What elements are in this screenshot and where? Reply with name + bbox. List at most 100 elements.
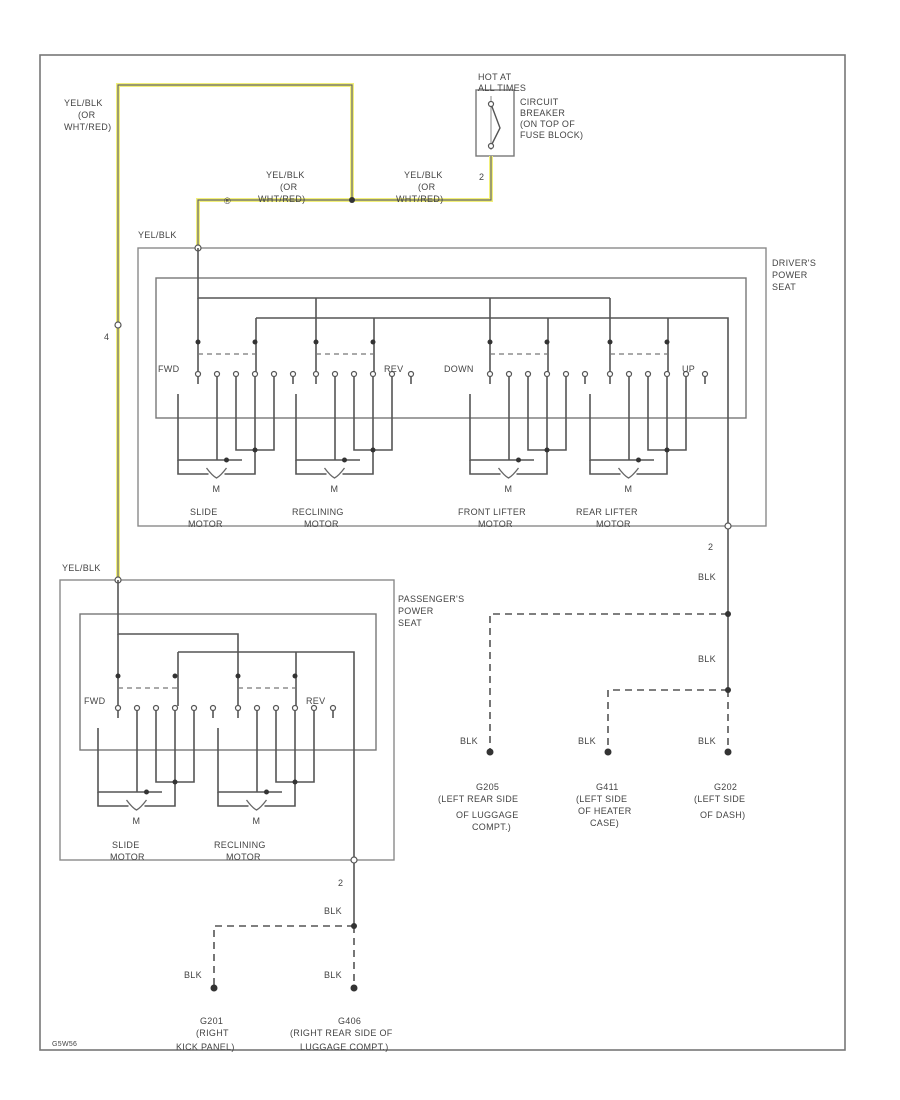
g202-label-2: (LEFT SIDE <box>694 794 745 804</box>
passenger-feed-label: YEL/BLK <box>62 563 101 573</box>
wire-label-mid-2: (OR <box>280 182 298 192</box>
rear-lifter-bus-dot <box>607 339 613 345</box>
rear-lifter-motor-label-1: REAR LIFTER <box>576 507 638 517</box>
g411-label-2: (LEFT SIDE <box>576 794 627 804</box>
driver-ground-wiring <box>486 522 732 756</box>
pass-reclining-motor-m: M <box>253 816 261 826</box>
slide-contact <box>270 370 278 378</box>
front-lifter-motor-m: M <box>505 484 513 494</box>
blk-label-driver-2: BLK <box>698 654 716 664</box>
drivers-seat-label-1: DRIVER'S <box>772 258 816 268</box>
wire-label-left-2: (OR <box>78 110 96 120</box>
g411-label-3: OF HEATER <box>578 806 632 816</box>
g201-label-1: G201 <box>200 1016 223 1026</box>
up-label-driver: UP <box>682 364 695 374</box>
blk-label-g205: BLK <box>460 736 478 746</box>
g205-label-4: COMPT.) <box>472 822 511 832</box>
pass-slide-motor-wire <box>97 728 162 793</box>
pass-reclining-motor-lead <box>264 802 296 807</box>
pass-slide-motor-dot <box>172 779 178 785</box>
pin-2-label-driver: 2 <box>708 542 713 552</box>
blk-label-g406: BLK <box>324 970 342 980</box>
wire-label-mid-3: WHT/RED) <box>258 194 305 204</box>
fwd-label-passenger: FWD <box>84 696 106 706</box>
down-label-driver: DOWN <box>444 364 474 374</box>
passengers-seat-label-2: POWER <box>398 606 434 616</box>
front-lifter-motor-dot <box>516 457 521 463</box>
rear-lifter-motor-lead <box>589 460 621 475</box>
pass-reclining-contact <box>310 704 318 712</box>
blk-label-driver-1: BLK <box>698 572 716 582</box>
blk-label-g202: BLK <box>698 736 716 746</box>
rear-lifter-contact <box>644 370 652 378</box>
pass-slide-bus-dot <box>115 673 121 679</box>
reclining-bus-dot <box>370 339 376 345</box>
pass-reclining-contact <box>291 704 299 712</box>
slide-motor-symbol <box>205 467 228 479</box>
slide-motor-label-1: SLIDE <box>190 507 218 517</box>
slide-bus-dot <box>252 339 258 345</box>
g411-label-1: G411 <box>596 782 619 792</box>
rear-lifter-motor-m: M <box>625 484 633 494</box>
pass-slide-contact <box>133 704 141 712</box>
pin-2-label-passenger: 2 <box>338 878 343 888</box>
splice-dot <box>349 197 355 203</box>
rev-label-passenger: REV <box>306 696 325 706</box>
diagram-frame <box>39 54 846 1051</box>
pass-reclining-bus-dot <box>292 673 298 679</box>
connector-pin-4 <box>114 321 122 329</box>
rear-lifter-motor-wire <box>589 394 654 461</box>
slide-motor-label-2: MOTOR <box>188 519 223 529</box>
diagram-code: G5W56 <box>52 1041 77 1048</box>
rear-lifter-motor-dot <box>636 457 641 463</box>
circuit-breaker-label-3: (ON TOP OF <box>520 119 575 129</box>
slide-contact <box>194 370 202 378</box>
slide-motor-m: M <box>213 484 221 494</box>
front-lifter-motor-wire <box>469 394 534 461</box>
front-lifter-motor-lead <box>516 470 548 475</box>
hot-at-all-times-label-2: ALL TIMES <box>478 83 526 93</box>
pass-reclining-motor-dot <box>292 779 298 785</box>
drivers-seat-label-3: SEAT <box>772 282 796 292</box>
pass-reclining-motor-symbol <box>245 799 268 811</box>
driver-switch-wiring <box>197 248 729 526</box>
fwd-label-driver: FWD <box>158 364 180 374</box>
reclining-motor-lead <box>295 460 327 475</box>
reclining-motor-lead <box>342 470 374 475</box>
blk-label-g201: BLK <box>184 970 202 980</box>
rear-lifter-contact <box>606 370 614 378</box>
wire-label-left-1: YEL/BLK <box>64 98 103 108</box>
hot-at-all-times-label: HOT AT <box>478 72 512 82</box>
pass-slide-motor-dot <box>144 789 149 795</box>
circuit-breaker-label-1: CIRCUIT <box>520 97 559 107</box>
g201-label-2: (RIGHT <box>196 1028 229 1038</box>
front-lifter-motor-label-2: MOTOR <box>478 519 513 529</box>
wire-label-left-3: WHT/RED) <box>64 122 111 132</box>
reclining-contact <box>331 370 339 378</box>
reclining-contact <box>350 370 358 378</box>
g205-label-2: (LEFT REAR SIDE <box>438 794 518 804</box>
reclining-motor-m: M <box>331 484 339 494</box>
front-lifter-bus-dot <box>487 339 493 345</box>
front-lifter-contact <box>524 370 532 378</box>
g406-label-2: (RIGHT REAR SIDE OF <box>290 1028 393 1038</box>
circuit-breaker-label-4: FUSE BLOCK) <box>520 130 583 140</box>
rear-lifter-motor-lead <box>636 470 668 475</box>
slide-motor-dot <box>252 447 258 453</box>
passenger-ground-wiring <box>210 856 358 992</box>
pass-slide-motor-label-2: MOTOR <box>110 852 145 862</box>
pass-slide-motor-symbol <box>125 799 148 811</box>
reclining-motor-dot <box>342 457 347 463</box>
blk-label-g411: BLK <box>578 736 596 746</box>
pass-reclining-motor-label-1: RECLINING <box>214 840 266 850</box>
pass-slide-contact <box>114 704 122 712</box>
rear-lifter-contact <box>701 370 709 378</box>
front-lifter-bus-dot <box>544 339 550 345</box>
pass-slide-contact <box>152 704 160 712</box>
g406-label-3: LUGGAGE COMPT.) <box>300 1042 389 1052</box>
wire-label-right-3: WHT/RED) <box>396 194 443 204</box>
yellow-feed-wires <box>116 83 493 580</box>
rear-lifter-contact <box>663 370 671 378</box>
wire-label-right-1: YEL/BLK <box>404 170 443 180</box>
